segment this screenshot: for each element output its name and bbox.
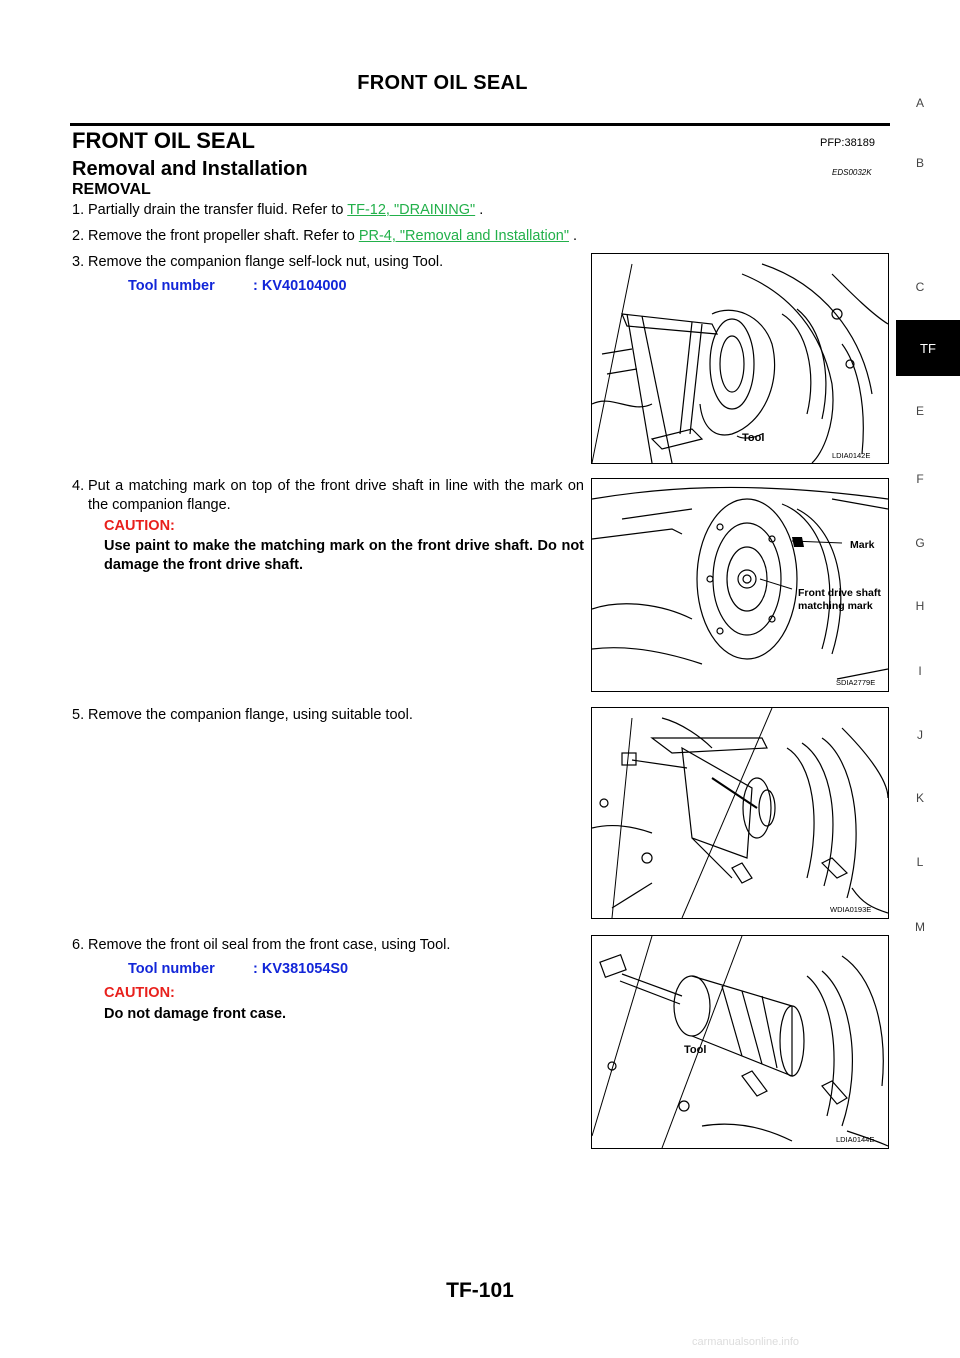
step-text: Remove the companion flange, using suita… (88, 707, 413, 723)
link-tf-12-draining[interactable]: TF-12, "DRAINING" (347, 202, 476, 218)
callout-tool: Tool (684, 1044, 707, 1056)
figure-4: Tool LDIA0144E (591, 935, 889, 1149)
subsection-title: Removal and Installation (72, 158, 308, 180)
step-6: 6. Remove the front oil seal from the fr… (72, 936, 584, 955)
step-text: Put a matching mark on top of the front … (88, 478, 584, 513)
step-number: 6. (72, 937, 85, 953)
tool-number-2: Tool number : KV381054S0 (128, 961, 528, 981)
step-5: 5. Remove the companion flange, using su… (72, 706, 584, 725)
side-index-c[interactable]: C (915, 280, 925, 294)
figure-code: SDIA2779E (836, 678, 876, 687)
step-text-end: . (475, 202, 484, 218)
callout-matching-mark: matching mark (798, 600, 873, 612)
side-index-g[interactable]: G (915, 536, 925, 550)
running-header: FRONT OIL SEAL (357, 72, 528, 94)
step-text-end: . (569, 228, 578, 244)
step-1: 1. Partially drain the transfer fluid. R… (72, 201, 584, 220)
step-2: 2. Remove the front propeller shaft. Ref… (72, 227, 584, 246)
caution-text-2: Do not damage front case. (104, 1006, 287, 1022)
step-text: Partially drain the transfer fluid. Refe… (88, 202, 348, 218)
callout-mark: Mark (850, 539, 875, 551)
step-number: 1. (72, 202, 85, 218)
callout-tool: Tool (742, 432, 765, 444)
step-number: 5. (72, 707, 85, 723)
caution-label-1: CAUTION: (104, 518, 175, 534)
side-index-e[interactable]: E (915, 404, 924, 418)
step-number: 2. (72, 228, 85, 244)
step-4: 4. Put a matching mark on top of the fro… (72, 477, 584, 515)
section-title: FRONT OIL SEAL (72, 128, 255, 153)
step-number: 3. (72, 254, 85, 270)
caution-label-2: CAUTION: (104, 985, 175, 1001)
header-rule (70, 123, 890, 126)
callout-front-drive-shaft: Front drive shaft (798, 587, 881, 599)
tool-number-1: Tool number : KV40104000 (128, 278, 528, 298)
side-index-j[interactable]: J (917, 728, 923, 742)
figure-2: Mark Front drive shaft matching mark SDI… (591, 478, 889, 692)
figure-code: LDIA0144E (836, 1135, 875, 1144)
step-text: Remove the companion flange self-lock nu… (88, 254, 444, 270)
side-index-i[interactable]: I (918, 664, 922, 678)
figure-3-illustration (592, 708, 888, 918)
tool-number-value: : KV381054S0 (253, 961, 349, 977)
watermark: carmanualsonline.info (692, 1336, 800, 1348)
pfp-code: PFP:38189 (820, 137, 876, 149)
side-index-a[interactable]: A (915, 96, 924, 110)
figure-1: Tool LDIA0142E (591, 253, 889, 464)
step-3: 3. Remove the companion flange self-lock… (72, 253, 584, 272)
side-index-l[interactable]: L (916, 855, 924, 869)
step-text: Remove the front oil seal from the front… (88, 937, 451, 953)
figure-1-illustration (592, 263, 888, 463)
figure-3: WDIA0193E (591, 707, 889, 919)
figure-code: LDIA0142E (832, 451, 871, 460)
side-index-b[interactable]: B (915, 156, 924, 170)
step-number: 4. (72, 478, 85, 494)
tool-number-label: Tool number (128, 278, 215, 294)
page-number: TF-101 (446, 1279, 514, 1302)
figure-4-illustration (592, 936, 888, 1148)
section-code: EDS0032K (832, 168, 872, 177)
side-index-k[interactable]: K (915, 791, 924, 805)
removal-heading: REMOVAL (72, 181, 151, 198)
tool-number-value: : KV40104000 (253, 278, 347, 294)
side-index-f[interactable]: F (916, 472, 924, 486)
tool-number-label: Tool number (128, 961, 215, 977)
caution-text-1: Use paint to make the matching mark on t… (104, 538, 584, 573)
side-index-h[interactable]: H (915, 599, 925, 613)
step-text: Remove the front propeller shaft. Refer … (88, 228, 359, 244)
figure-code: WDIA0193E (830, 905, 872, 914)
side-index-tf-active[interactable]: TF (896, 320, 960, 376)
figure-2-illustration (592, 486, 888, 680)
link-pr-4-removal[interactable]: PR-4, "Removal and Installation" (358, 228, 569, 244)
side-index-m[interactable]: M (915, 920, 925, 934)
